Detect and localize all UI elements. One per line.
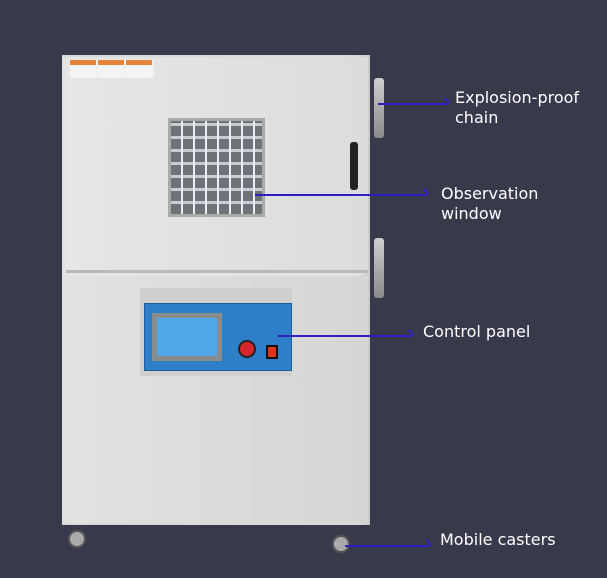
touch-screen bbox=[157, 318, 217, 356]
explosion-proof-chain-top bbox=[374, 78, 384, 138]
warning-labels bbox=[70, 60, 154, 78]
leader-line-casters bbox=[345, 545, 430, 547]
caster-left bbox=[68, 530, 86, 548]
caster-right bbox=[332, 535, 350, 553]
leader-line-chain bbox=[378, 103, 448, 105]
label-line-1: Observation bbox=[441, 184, 539, 203]
power-switch bbox=[266, 345, 278, 359]
label-mobile-casters: Mobile casters bbox=[440, 530, 556, 549]
emergency-stop-button bbox=[238, 340, 256, 358]
explosion-proof-chain-bottom bbox=[374, 238, 384, 298]
label-control-panel: Control panel bbox=[423, 322, 531, 341]
observation-window bbox=[168, 118, 265, 217]
leader-line-window bbox=[255, 194, 427, 196]
label-explosion-proof-chain: Explosion-proof chain bbox=[455, 88, 579, 128]
label-line-1: Explosion-proof bbox=[455, 88, 580, 107]
label-observation-window: Observation window bbox=[441, 184, 538, 224]
label-line-2: window bbox=[441, 204, 502, 223]
door-handle bbox=[350, 142, 358, 190]
label-line-2: chain bbox=[455, 108, 499, 127]
leader-line-control bbox=[278, 335, 412, 337]
